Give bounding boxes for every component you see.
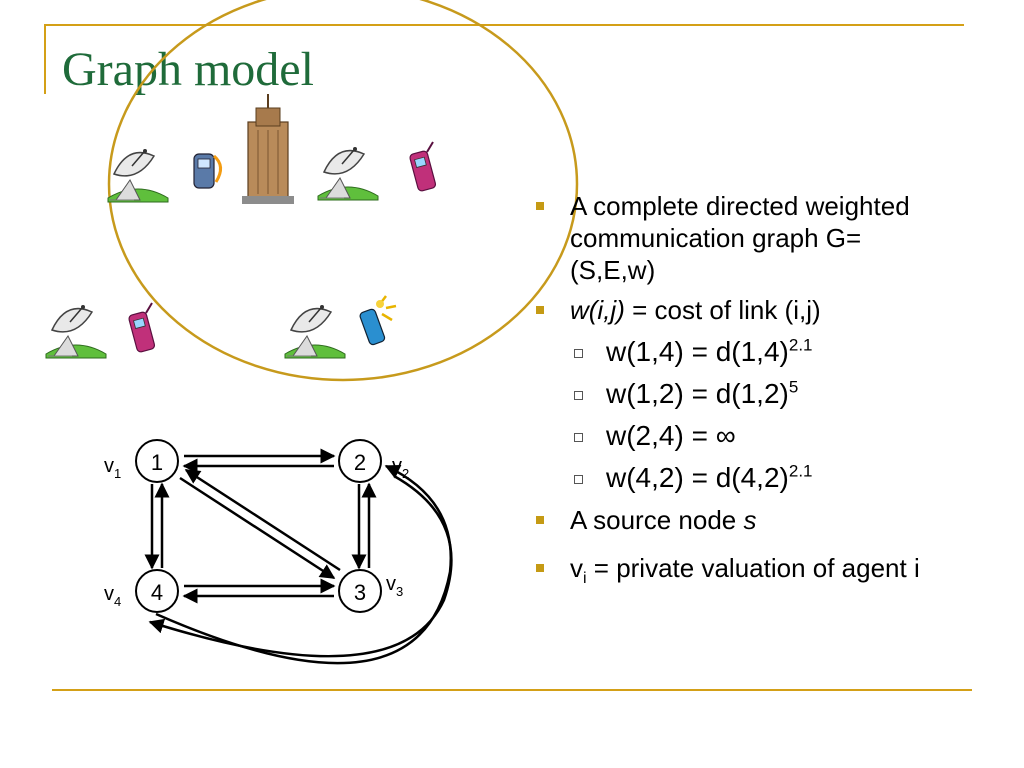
sub-bullet-item: w(1,2) = d(1,2)5 — [532, 378, 932, 410]
node-3-label: 3 — [354, 580, 366, 605]
node-2-label: 2 — [354, 450, 366, 475]
bullet-marker — [536, 306, 544, 314]
node-3: 3 v3 — [338, 569, 403, 613]
sub-bullet-marker — [574, 391, 583, 400]
satellite-dish-icon — [317, 146, 379, 201]
left-divider — [44, 24, 46, 94]
graph-nodes: 1 v1 2 v2 3 v3 4 v4 — [104, 439, 409, 613]
satellite-dish-icon — [45, 304, 107, 359]
node-2: 2 v2 — [338, 439, 409, 483]
range-circle — [107, 0, 579, 382]
bullet-marker — [536, 564, 544, 572]
top-divider — [44, 24, 964, 26]
sub-bullet-marker — [574, 475, 583, 484]
bottom-divider — [52, 689, 972, 691]
bullet-list: A complete directed weighted communicati… — [532, 190, 932, 587]
bullet-marker — [536, 516, 544, 524]
satellite-dish-icon — [284, 304, 346, 359]
node-4: 4 v4 — [104, 569, 179, 613]
mobile-phone-icon — [408, 141, 438, 193]
node-1: 1 v1 — [104, 439, 179, 483]
bullet-item: A complete directed weighted communicati… — [532, 190, 932, 286]
mobile-phone-icon — [193, 153, 222, 189]
node-1-label: 1 — [151, 450, 163, 475]
node-1-valuation: v1 — [104, 455, 121, 481]
sub-bullet-item: w(4,2) = d(4,2)2.1 — [532, 462, 932, 494]
node-3-valuation: v3 — [386, 573, 403, 599]
bullet-item: vi = private valuation of agent i — [532, 552, 932, 587]
edge-4-2 — [155, 464, 453, 665]
graph-edges — [144, 448, 453, 665]
edge-3-1 — [184, 468, 341, 572]
node-2-valuation: v2 — [392, 455, 409, 481]
mobile-phone-icon — [127, 302, 157, 354]
sub-bullet-marker — [574, 433, 583, 442]
node-4-label: 4 — [151, 580, 163, 605]
node-4-valuation: v4 — [104, 583, 121, 609]
bullet-item: A source node s — [532, 504, 932, 536]
bullet-marker — [536, 202, 544, 210]
mobile-phone-icon — [359, 295, 397, 346]
edge-2-4 — [148, 474, 453, 658]
sub-bullet-item: w(1,4) = d(1,4)2.1 — [532, 336, 932, 368]
bullet-item: w(i,j) = cost of link (i,j) — [532, 294, 932, 326]
sub-bullet-marker — [574, 349, 583, 358]
edge-1-3 — [179, 476, 336, 580]
slide-title: Graph model — [62, 43, 314, 96]
sub-bullet-item: w(2,4) = ∞ — [532, 420, 932, 452]
satellite-dish-icon — [107, 148, 169, 203]
building-icon — [242, 94, 294, 204]
